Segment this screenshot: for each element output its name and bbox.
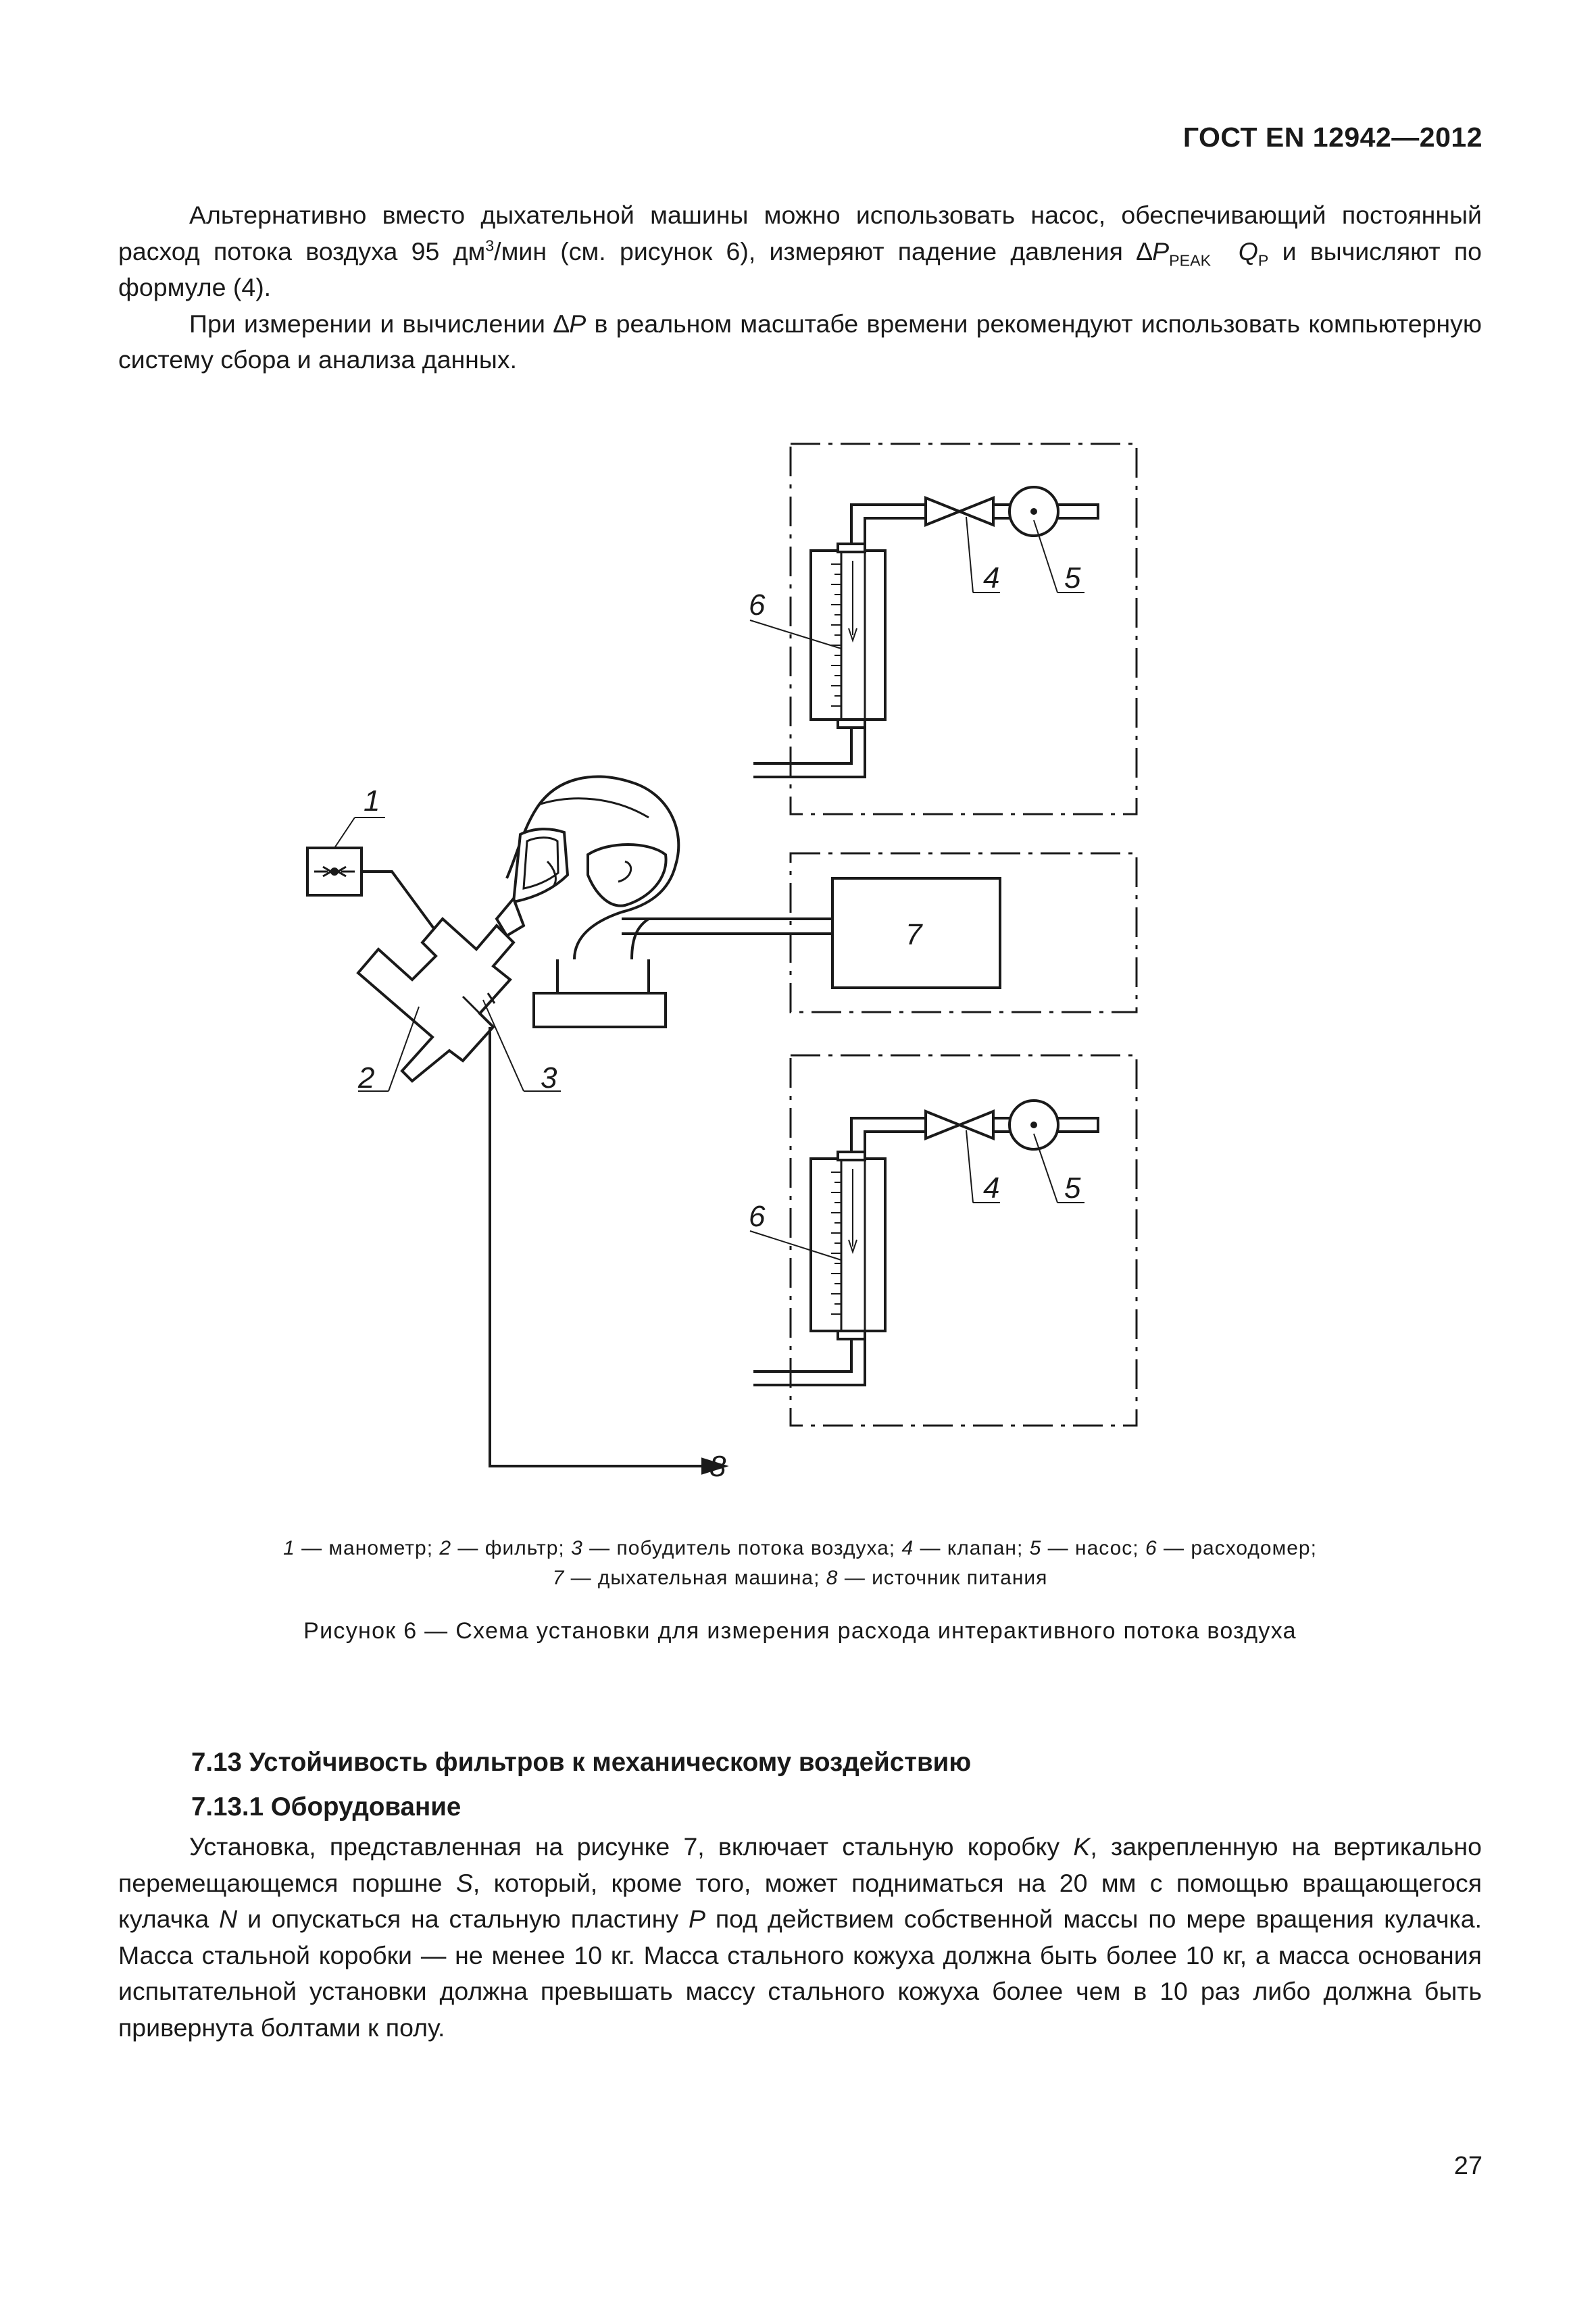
legend-text: — клапан; — [914, 1537, 1030, 1559]
label-6-bottom: 6 — [749, 1200, 766, 1233]
head-form — [495, 775, 680, 1028]
bottom-flow-assembly — [749, 1099, 1099, 1386]
legend-number: 2 — [439, 1537, 452, 1559]
flow-symbol: Q — [1238, 236, 1258, 266]
intro-p1-superscript: 3 — [485, 236, 495, 254]
label-5-bottom: 5 — [1064, 1172, 1081, 1205]
legend-number: 8 — [826, 1567, 839, 1589]
label-3: 3 — [541, 1061, 557, 1095]
symbol-n: N — [219, 1905, 238, 1933]
legend-number: 5 — [1029, 1537, 1042, 1559]
legend-text: — фильтр; — [451, 1537, 572, 1559]
flowmeter-icon — [809, 1157, 887, 1332]
label-7: 7 — [905, 918, 923, 951]
middle-dashed-box — [789, 852, 1138, 1013]
symbol-p: P — [688, 1905, 705, 1933]
legend-number: 4 — [901, 1537, 914, 1559]
label-2: 2 — [357, 1061, 374, 1095]
figure-legend-line-1: 1 — манометр; 2 — фильтр; 3 — побудитель… — [118, 1534, 1482, 1563]
intro-paragraph-2: При измерении и вычислении ∆P в реальном… — [118, 306, 1482, 378]
pump-icon — [1008, 486, 1059, 537]
top-dashed-box — [789, 443, 1138, 815]
peak-subscript: PEAK — [1169, 251, 1212, 269]
filter-blower-assembly — [356, 917, 516, 1083]
pressure-symbol: P — [1152, 236, 1170, 266]
body-text: , который, кроме того, может подниматься… — [118, 1868, 1482, 1934]
manometer-box — [306, 847, 363, 897]
body-text: , закрепленную на вертикально перемещающ… — [118, 1832, 1482, 1897]
label-4-top: 4 — [983, 561, 999, 595]
legend-text: — расходомер; — [1157, 1537, 1317, 1559]
section-body: Установка, представленная на рисунке 7, … — [118, 1829, 1482, 2046]
figure-caption: Рисунок 6 — Схема установки для измерени… — [303, 1618, 1297, 1644]
figure-legend-line-2: 7 — дыхательная машина; 8 — источник пит… — [118, 1564, 1482, 1592]
legend-number: 6 — [1145, 1537, 1157, 1559]
legend-text: — манометр; — [295, 1537, 440, 1559]
legend-number: 7 — [552, 1567, 565, 1589]
symbol-s: S — [455, 1868, 473, 1897]
label-8: 8 — [709, 1450, 726, 1483]
legend-number: 1 — [283, 1537, 295, 1559]
intro-text: Альтернативно вместо дыхательной машины … — [118, 197, 1482, 378]
label-4-bottom: 4 — [983, 1172, 999, 1205]
valve-icon — [924, 496, 995, 527]
standard-header: ГОСТ EN 12942—2012 — [1182, 122, 1482, 153]
body-text: под действием собственной массы по мере … — [118, 1905, 1482, 2042]
subsection-heading: 7.13.1 Оборудование — [191, 1792, 462, 1821]
body-text: Установка, представленная на рисунке 7, … — [189, 1832, 1074, 1861]
delta-symbol: ∆ — [553, 309, 570, 338]
intro-p1-text-a: Альтернативно вместо дыхательной машины … — [118, 201, 1482, 266]
intro-paragraph-1: Альтернативно вместо дыхательной машины … — [118, 197, 1482, 306]
legend-text: — дыхательная машина; — [564, 1567, 826, 1589]
label-5-top: 5 — [1064, 561, 1081, 595]
bottom-dashed-box — [789, 1054, 1138, 1427]
body-text: и опускаться на стальную пластину — [237, 1905, 689, 1933]
pump-icon — [1008, 1099, 1059, 1151]
section-heading: 7.13 Устойчивость фильтров к механическо… — [191, 1748, 972, 1777]
label-1: 1 — [364, 784, 380, 818]
top-flow-assembly — [749, 486, 1099, 778]
breathing-machine-box — [831, 877, 1001, 989]
valve-icon — [924, 1109, 995, 1140]
legend-text: — насос; — [1041, 1537, 1145, 1559]
delta-symbol: ∆ — [1137, 236, 1153, 266]
intro-p1-text-b: /мин (см. рисунок 6), измеряют падение д… — [494, 236, 1137, 266]
flow-subscript: P — [1257, 251, 1269, 269]
legend-text: — побудитель потока воздуха; — [582, 1537, 902, 1559]
intro-p2-text-a: При измерении и вычислении — [189, 309, 554, 338]
legend-number: 3 — [571, 1537, 583, 1559]
label-6-top: 6 — [749, 588, 766, 622]
pressure-symbol: P — [569, 309, 587, 338]
symbol-k: K — [1073, 1832, 1091, 1861]
page-number: 27 — [1453, 2152, 1482, 2180]
section-paragraph: Установка, представленная на рисунке 7, … — [118, 1829, 1482, 2046]
legend-text: — источник питания — [838, 1567, 1048, 1589]
intro-p2-text-b: в реальном масштабе времени рекомендуют … — [118, 309, 1482, 374]
flowmeter-icon — [809, 549, 887, 721]
intro-p1-text-c: и вычисляют по формуле (4). — [118, 236, 1482, 302]
